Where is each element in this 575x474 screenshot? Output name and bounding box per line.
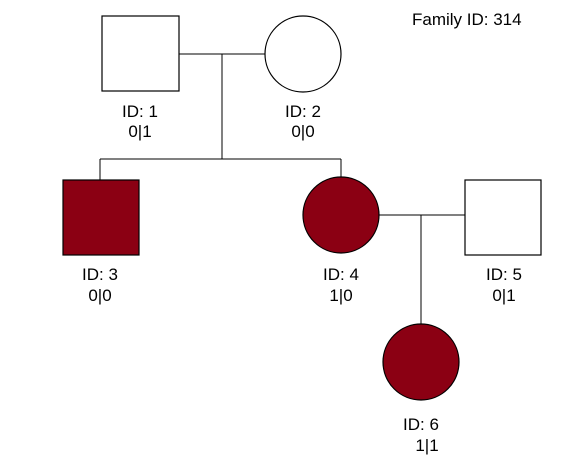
member-genotype: 0|1 (492, 286, 515, 305)
member-genotype: 1|0 (329, 286, 352, 305)
member-genotype: 1|1 (415, 436, 438, 455)
female-circle-4 (302, 176, 380, 254)
relationship-lines (99, 53, 465, 324)
member-genotype: 0|1 (128, 122, 151, 141)
member-5: ID: 5 0|1 (464, 179, 542, 305)
member-id-label: ID: 6 (403, 415, 439, 434)
member-id-label: ID: 2 (285, 102, 321, 121)
member-id-label: ID: 5 (486, 265, 522, 284)
female-circle-6 (382, 323, 460, 401)
member-id-label: ID: 4 (323, 265, 359, 284)
member-4: ID: 4 1|0 (302, 176, 380, 305)
member-genotype: 0|0 (291, 122, 314, 141)
family-id-label: Family ID: 314 (412, 10, 522, 29)
member-id-label: ID: 1 (122, 102, 158, 121)
male-square-5 (464, 179, 542, 256)
member-3: ID: 3 0|0 (62, 179, 140, 305)
member-2: ID: 2 0|0 (264, 15, 342, 141)
member-id-label: ID: 3 (82, 265, 118, 284)
member-6: ID: 6 1|1 (382, 323, 460, 455)
male-square-1 (101, 15, 180, 92)
member-genotype: 0|0 (88, 286, 111, 305)
male-square-3 (62, 179, 140, 256)
member-1: ID: 1 0|1 (101, 15, 180, 141)
female-circle-2 (264, 15, 342, 93)
